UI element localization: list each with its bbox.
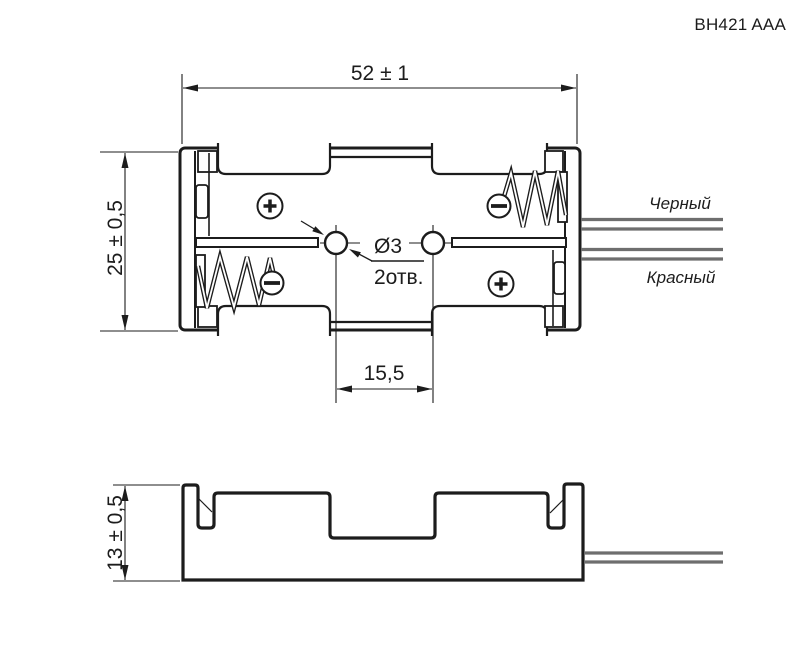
leader-line	[300, 220, 317, 231]
spring-bottom-left	[195, 248, 280, 316]
arrowhead-right	[417, 385, 432, 393]
mounting-hole-left	[320, 225, 360, 403]
arrowhead-right	[561, 84, 576, 92]
spring-top-right	[500, 164, 569, 228]
divider-bar-right	[451, 237, 567, 248]
wires-top-view	[581, 217, 723, 261]
chamfer-line-right	[549, 498, 565, 514]
battery-holder-top-view: Ø3 2отв.	[178, 143, 723, 403]
polarity-minus-top-right	[486, 193, 512, 219]
arrowhead-top	[121, 486, 129, 501]
dim-hole-spacing: 15,5	[337, 362, 432, 393]
battery-holder-side-view	[181, 482, 723, 582]
dim-side-height-value: 13 ± 0,5	[104, 495, 127, 571]
right-contact-window	[553, 261, 566, 295]
polarity-plus-bottom-right	[487, 270, 515, 298]
dim-height-side: 13 ± 0,5	[104, 484, 180, 582]
side-profile	[181, 482, 585, 582]
corner-tab	[197, 305, 218, 328]
arrowhead-left	[183, 84, 198, 92]
dim-hole-spacing-value: 15,5	[364, 362, 405, 385]
leader-arrowhead	[312, 226, 324, 235]
corner-tab	[544, 305, 564, 328]
dim-width-value: 52 ± 1	[351, 62, 409, 85]
corner-tab	[197, 150, 218, 173]
dim-height-left: 25 ± 0,5	[100, 151, 178, 332]
corner-tab	[544, 150, 564, 173]
top-left-bay-opening	[216, 143, 332, 176]
arrowhead-left	[337, 385, 352, 393]
bottom-left-bay-opening	[216, 304, 332, 336]
wire-label-red: Красный	[647, 268, 716, 287]
hole-circle	[323, 230, 349, 256]
polarity-plus-top-left	[256, 192, 284, 220]
bottom-right-bay-opening	[430, 304, 549, 336]
arrowhead-top	[121, 153, 129, 168]
dim-height-value: 25 ± 0,5	[104, 200, 127, 276]
left-contact-window	[195, 184, 209, 219]
arrowhead-bottom	[121, 315, 129, 330]
hole-note: Ø3 2отв.	[300, 220, 424, 289]
leader-arrowhead	[349, 249, 361, 258]
wires-side-view	[584, 551, 723, 564]
chamfer-line-left	[197, 497, 213, 513]
hole-diameter-label: Ø3	[374, 235, 402, 258]
wire-label-black: Черный	[649, 194, 711, 213]
top-right-bay-opening	[430, 143, 549, 176]
mounting-hole-right	[409, 225, 452, 403]
polarity-minus-bottom-left	[259, 270, 285, 296]
arrowhead-bottom	[121, 565, 129, 580]
hole-circle	[420, 230, 446, 256]
spring-coil-highlight	[197, 253, 278, 311]
drawing-title: BH421 AAA	[694, 15, 786, 34]
spring-coil-highlight	[502, 169, 567, 228]
dim-width-top: 52 ± 1	[181, 62, 578, 144]
hole-count-label: 2отв.	[374, 266, 424, 289]
divider-bar-left	[195, 237, 319, 248]
